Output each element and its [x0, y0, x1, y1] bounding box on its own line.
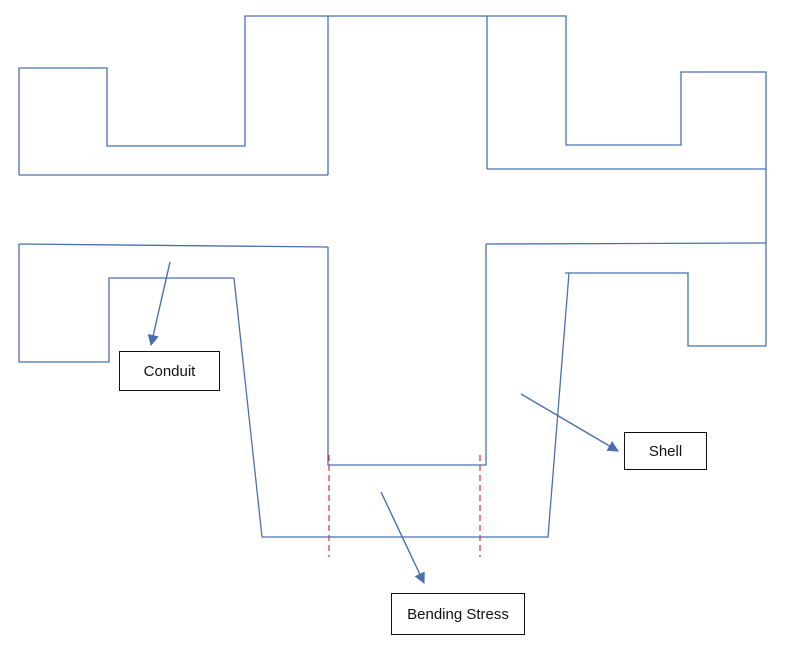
conduit-label: Conduit — [119, 351, 220, 391]
right-lower-flange — [565, 243, 767, 347]
bending-stress-label: Bending Stress — [391, 593, 525, 635]
conduit-inner-wall — [327, 244, 487, 466]
upper-outline — [18, 15, 767, 243]
left-lower-flange — [18, 244, 234, 363]
band-bottom-left — [18, 243, 329, 248]
bending-stress-arrow — [380, 491, 425, 585]
shell-outer-wall — [233, 272, 570, 538]
shell-arrow — [520, 393, 619, 452]
shell-label: Shell — [624, 432, 707, 470]
band-bottom-right — [485, 242, 767, 245]
conduit-arrow — [147, 261, 171, 347]
